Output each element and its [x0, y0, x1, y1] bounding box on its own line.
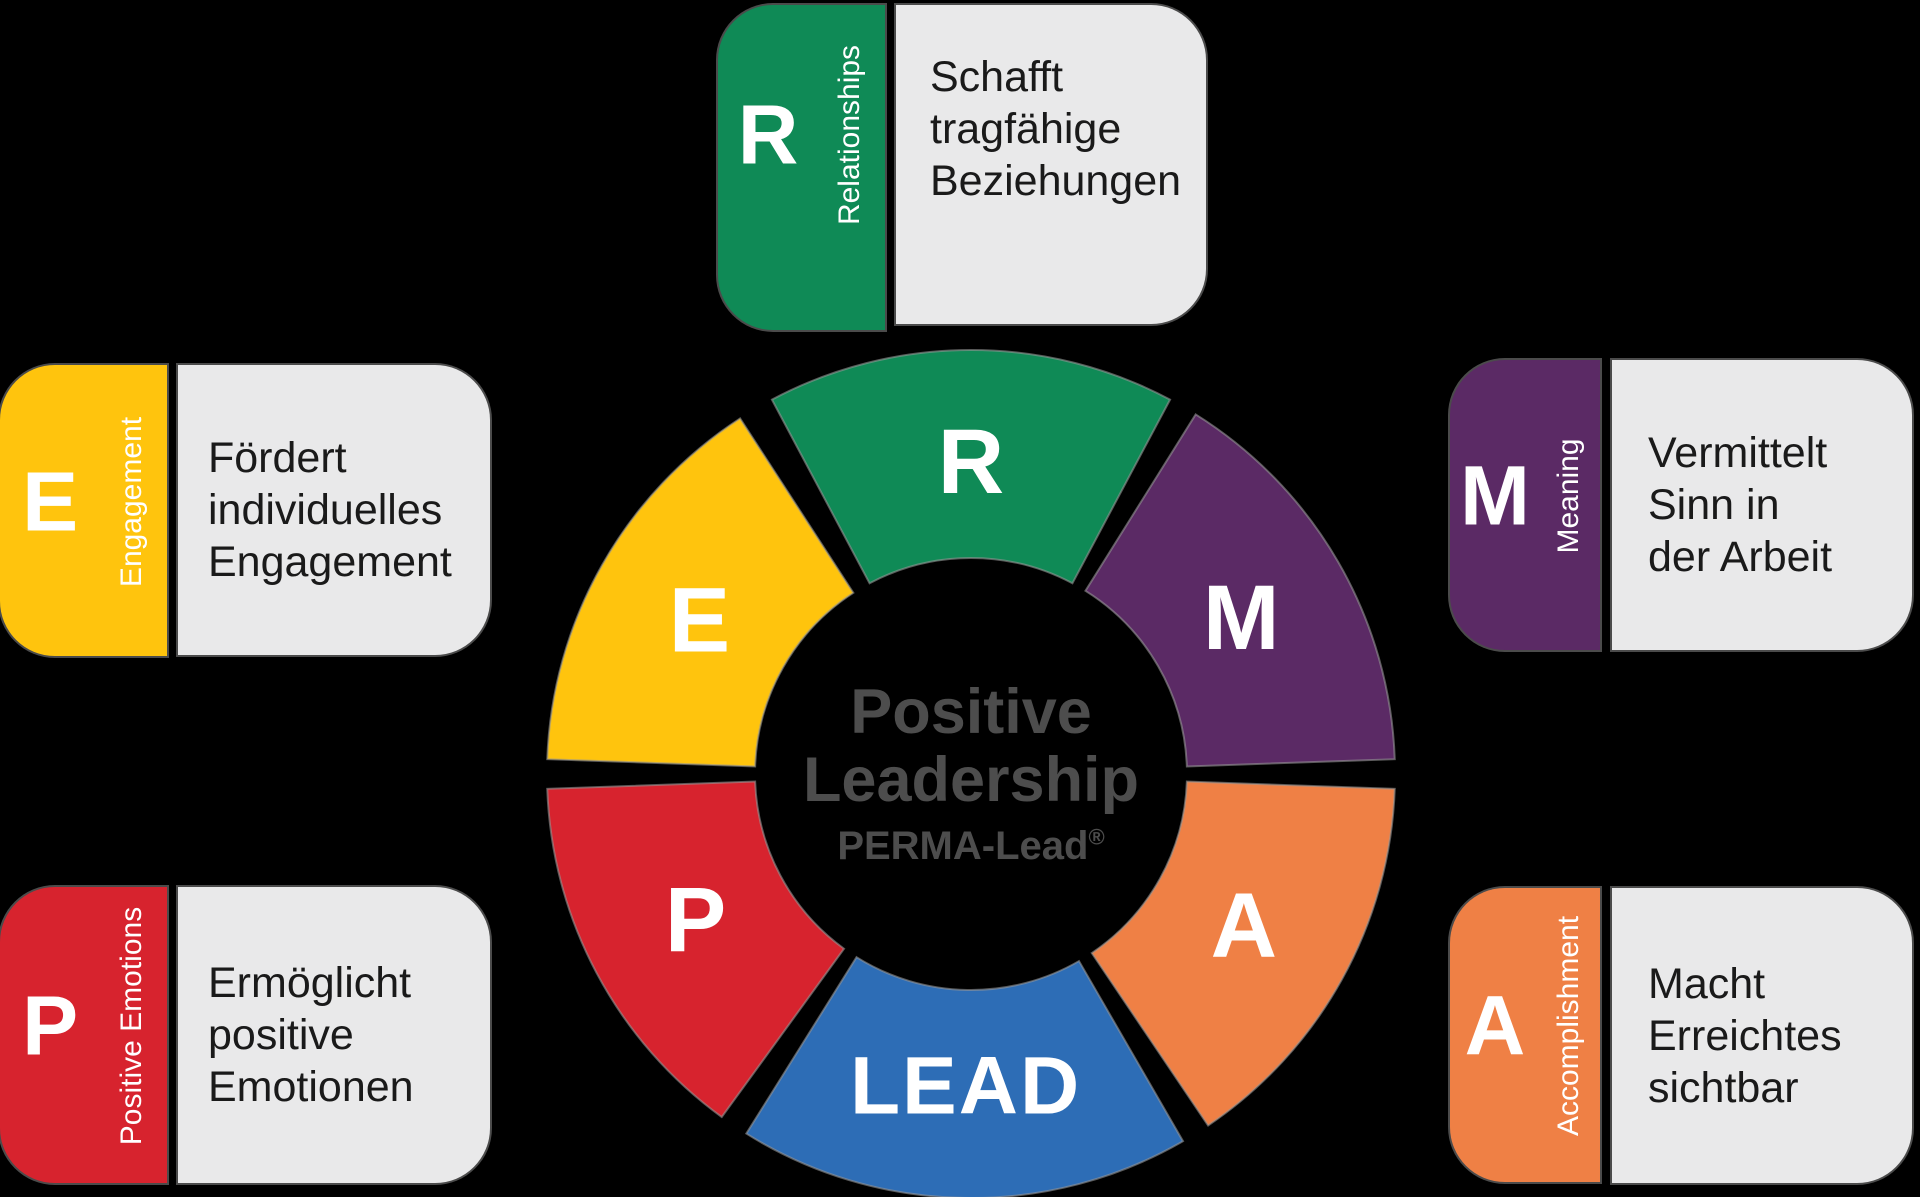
center-subtitle-text: PERMA-Lead: [837, 824, 1089, 868]
donut-label-LEAD: LEAD: [850, 1040, 1081, 1131]
donut-segment-M: [1084, 413, 1396, 768]
donut-label-M: M: [1203, 567, 1280, 669]
engagement-letter: E: [22, 454, 79, 549]
donut-segment-A: [1090, 780, 1396, 1127]
relationships-description: Schafft tragfähige Beziehungen: [930, 53, 1182, 205]
positive-emotions-tag: Positive Emotions: [114, 906, 148, 1146]
donut-center-text: Positive Leadership PERMA-Lead®: [721, 678, 1221, 869]
meaning-card: Vermittelt Sinn in der Arbeit: [1612, 360, 1912, 650]
donut-label-E: E: [669, 569, 730, 671]
meaning-tag: Meaning: [1551, 438, 1585, 554]
accomplishment-tab: A Accomplishment: [1450, 888, 1600, 1182]
donut-segment-R: [770, 349, 1172, 585]
donut-label-P: P: [665, 869, 726, 971]
positive-emotions-tab: P Positive Emotions: [0, 887, 167, 1183]
accomplishment-description: Macht Erreichtes sichtbar: [1648, 959, 1842, 1112]
donut-segment-LEAD: [744, 955, 1185, 1197]
accomplishment-card: Macht Erreichtes sichtbar: [1612, 888, 1912, 1183]
meaning-letter: M: [1460, 448, 1530, 543]
engagement-card: Fördert individuelles Engagement: [178, 365, 490, 655]
accomplishment-tag: Accomplishment: [1551, 916, 1585, 1137]
relationships-tag: Relationships: [832, 44, 866, 226]
positive-emotions-description: Ermöglicht positive Emotionen: [208, 959, 414, 1111]
accomplishment-letter: A: [1464, 978, 1526, 1073]
registered-mark: ®: [1088, 824, 1105, 850]
meaning-tab: M Meaning: [1450, 360, 1600, 650]
relationships-letter: R: [737, 87, 799, 182]
relationships-tab: R Relationships: [718, 5, 885, 330]
relationships-card: Schafft tragfähige Beziehungen: [896, 5, 1206, 324]
meaning-description: Vermittelt Sinn in der Arbeit: [1648, 429, 1833, 581]
center-title-line1: Positive: [850, 677, 1092, 747]
engagement-description: Fördert individuelles Engagement: [208, 434, 452, 586]
engagement-tag: Engagement: [114, 416, 148, 587]
donut-segment-E: [546, 417, 855, 768]
positive-emotions-card: Ermöglicht positive Emotionen: [178, 887, 490, 1183]
center-title-line2: Leadership: [802, 745, 1140, 815]
donut-label-A: A: [1211, 874, 1277, 976]
positive-emotions-letter: P: [22, 978, 79, 1073]
donut-segment-P: [546, 780, 846, 1119]
engagement-tab: E Engagement: [0, 365, 167, 656]
center-subtitle: PERMA-Lead®: [721, 824, 1221, 869]
donut-label-R: R: [938, 411, 1004, 513]
